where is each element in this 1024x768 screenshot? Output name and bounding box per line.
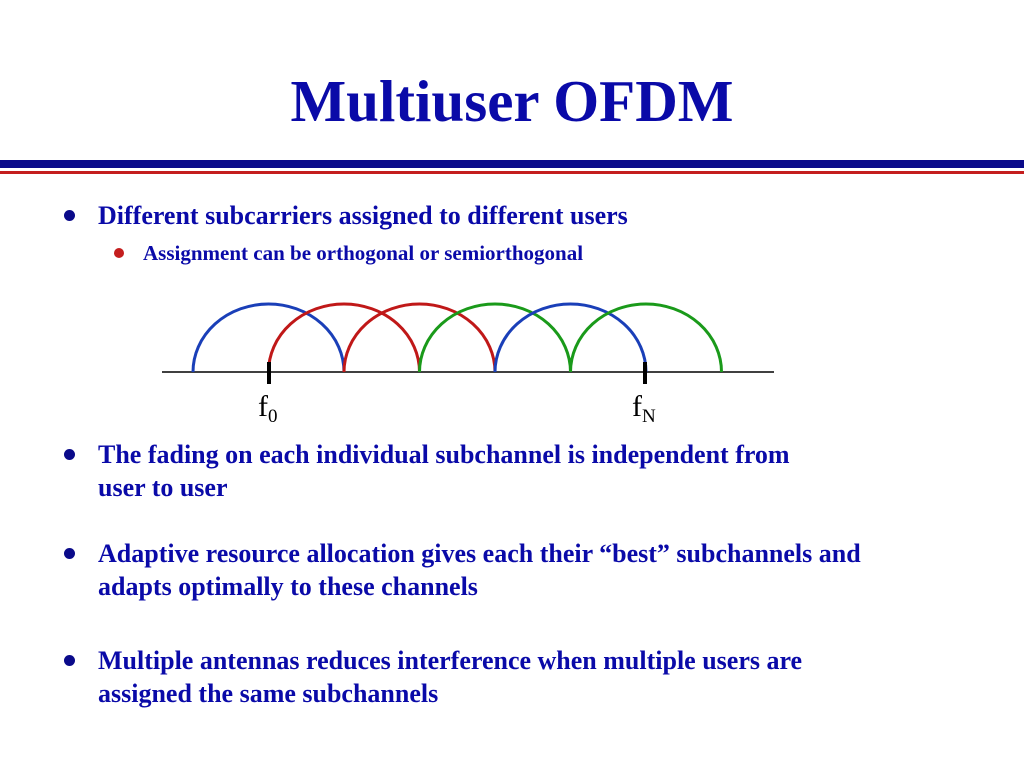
bullet-item: Multiple antennas reduces interference w… — [64, 644, 898, 710]
bullet-dot-icon — [64, 655, 75, 666]
subbullet-text: Assignment can be orthogonal or semiorth… — [143, 241, 584, 265]
f0-label: f0 — [258, 390, 278, 427]
bullet-item: The fading on each individual subchannel… — [64, 438, 798, 504]
fN-label-sub: N — [642, 406, 656, 427]
title-rule-red — [0, 171, 1024, 174]
subbullet-dot-icon — [114, 248, 124, 258]
subcarrier-arcs — [191, 302, 723, 373]
bullet-text: The fading on each individual subchannel… — [98, 440, 790, 502]
bullet-text: Multiple antennas reduces interference w… — [98, 646, 803, 708]
bullet-text: Adaptive resource allocation gives each … — [98, 539, 861, 601]
bullet-dot-icon — [64, 210, 75, 221]
subcarrier-arc-red — [342, 302, 497, 373]
bullet-text: Different subcarriers assigned to differ… — [98, 201, 628, 230]
subbullet-item: Assignment can be orthogonal or semiorth… — [114, 240, 843, 266]
subcarrier-arc-green — [569, 302, 723, 373]
slide-title: Multiuser OFDM — [290, 68, 734, 134]
fN-label: fN — [632, 390, 656, 427]
f0-label-sub: 0 — [268, 406, 278, 427]
subcarrier-arc-blue — [493, 302, 648, 373]
subcarrier-arc-blue — [191, 302, 346, 373]
bullet-item: Adaptive resource allocation gives each … — [64, 537, 898, 603]
bullet-dot-icon — [64, 548, 75, 559]
f0-label-base: f — [258, 390, 268, 423]
subcarrier-arc-green — [418, 302, 572, 373]
bullet-item: Different subcarriers assigned to differ… — [64, 199, 858, 232]
title-rule-blue — [0, 160, 1024, 168]
fN-label-base: f — [632, 390, 642, 423]
subcarrier-arc-red — [267, 302, 421, 373]
bullet-dot-icon — [64, 449, 75, 460]
